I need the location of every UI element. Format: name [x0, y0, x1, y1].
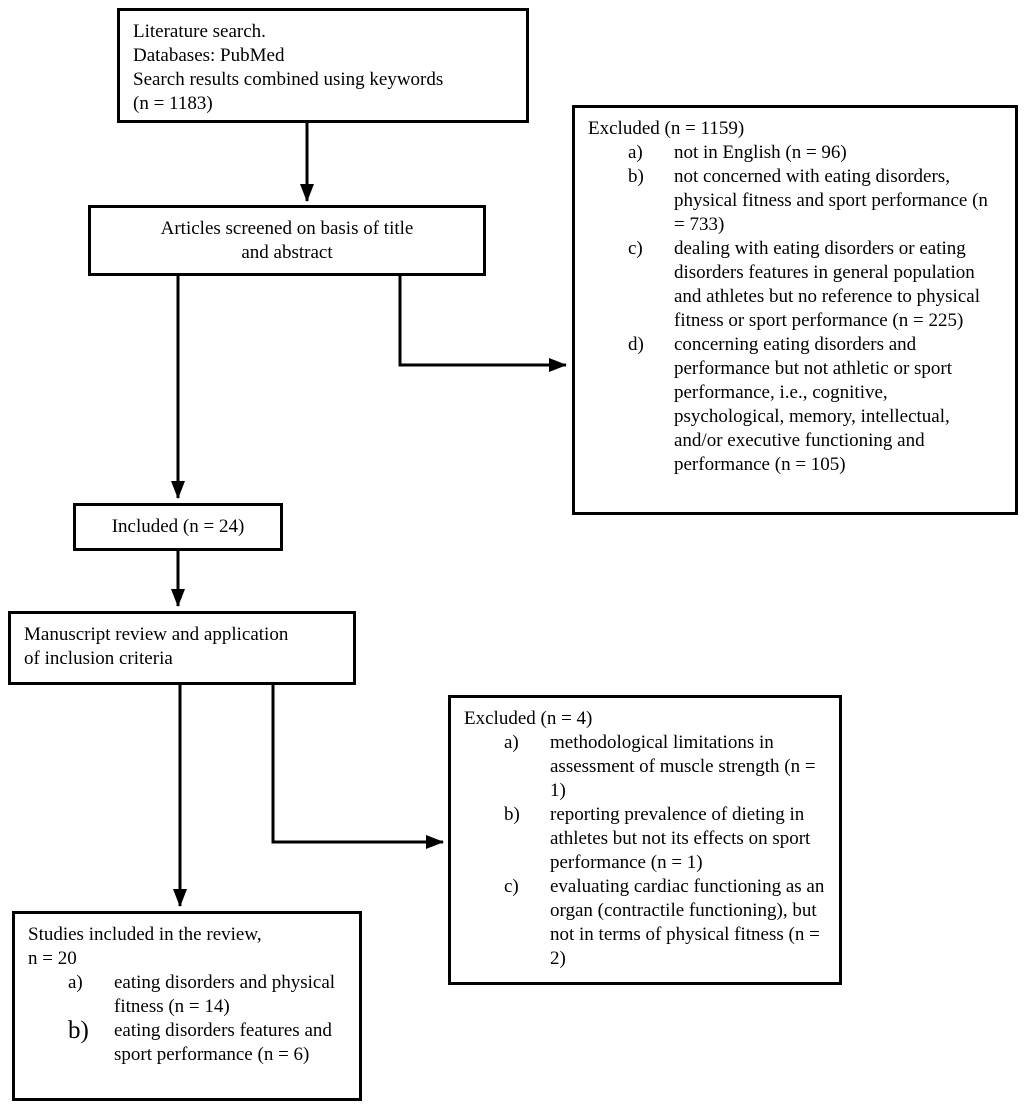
manuscript-line-1: Manuscript review and application — [24, 624, 289, 645]
list-item: b) reporting prevalence of dieting in at… — [504, 803, 826, 875]
item-text: not concerned with eating disorders, phy… — [674, 166, 988, 235]
item-marker: c) — [504, 876, 519, 897]
item-marker: a) — [504, 732, 519, 753]
literature-search-box: Literature search. Databases: PubMed Sea… — [117, 8, 529, 123]
screening-box: Articles screened on basis of title and … — [88, 205, 486, 276]
list-item: a) not in English (n = 96) — [628, 141, 1002, 165]
list-item: a) methodological limitations in assessm… — [504, 731, 826, 803]
item-marker: b) — [504, 804, 520, 825]
included-text: Included (n = 24) — [111, 516, 245, 537]
item-marker: d) — [628, 334, 644, 355]
excluded-manuscript-box: Excluded (n = 4) a) methodological limit… — [448, 695, 842, 985]
studies-list: a) eating disorders and physical fitness… — [28, 971, 346, 1067]
item-marker: c) — [628, 238, 643, 259]
excluded-screening-box: Excluded (n = 1159) a) not in English (n… — [572, 105, 1018, 515]
literature-line-2: Databases: PubMed — [133, 45, 285, 66]
list-item: c) evaluating cardiac functioning as an … — [504, 875, 826, 971]
item-text: dealing with eating disorders or eating … — [674, 238, 980, 331]
excluded-manuscript-title: Excluded (n = 4) — [464, 708, 593, 729]
item-text: evaluating cardiac functioning as an org… — [550, 876, 825, 969]
item-text: eating disorders and physical fitness (n… — [114, 972, 336, 1017]
excluded-screening-title: Excluded (n = 1159) — [588, 118, 745, 139]
list-item: a) eating disorders and physical fitness… — [68, 971, 346, 1019]
studies-included-box: Studies included in the review, n = 20 a… — [12, 911, 362, 1101]
item-marker: a) — [68, 972, 83, 993]
arrow-manuscript-to-excluded2 — [271, 685, 444, 849]
manuscript-review-box: Manuscript review and application of inc… — [8, 611, 356, 685]
item-text: eating disorders features and sport perf… — [114, 1020, 332, 1065]
list-item: d) concerning eating disorders and perfo… — [628, 333, 1002, 477]
included-box: Included (n = 24) — [73, 503, 283, 551]
manuscript-line-2: of inclusion criteria — [24, 648, 173, 669]
item-marker: a) — [628, 142, 643, 163]
list-item: c) dealing with eating disorders or eati… — [628, 237, 1002, 333]
item-marker: b) — [68, 1017, 89, 1044]
screening-line-1: Articles screened on basis of title — [160, 217, 414, 239]
item-text: not in English (n = 96) — [674, 142, 847, 163]
item-text: concerning eating disorders and performa… — [674, 334, 953, 475]
item-text: reporting prevalence of dieting in athle… — [550, 804, 811, 873]
item-text: methodological limitations in assessment… — [550, 732, 816, 801]
literature-line-1: Literature search. — [133, 21, 266, 42]
excluded-screening-list: a) not in English (n = 96) b) not concer… — [588, 141, 1002, 477]
studies-title-line-2: n = 20 — [28, 948, 77, 969]
arrow-screened-to-excluded1 — [398, 276, 567, 372]
list-item: b) eating disorders features and sport p… — [68, 1017, 346, 1067]
item-marker: b) — [628, 166, 644, 187]
studies-title-line-1: Studies included in the review, — [28, 924, 262, 945]
list-item: b) not concerned with eating disorders, … — [628, 165, 1002, 237]
excluded-manuscript-list: a) methodological limitations in assessm… — [464, 731, 826, 971]
literature-line-3: Search results combined using keywords — [133, 69, 444, 90]
screening-line-2: and abstract — [241, 241, 333, 263]
literature-line-4: (n = 1183) — [133, 93, 213, 114]
